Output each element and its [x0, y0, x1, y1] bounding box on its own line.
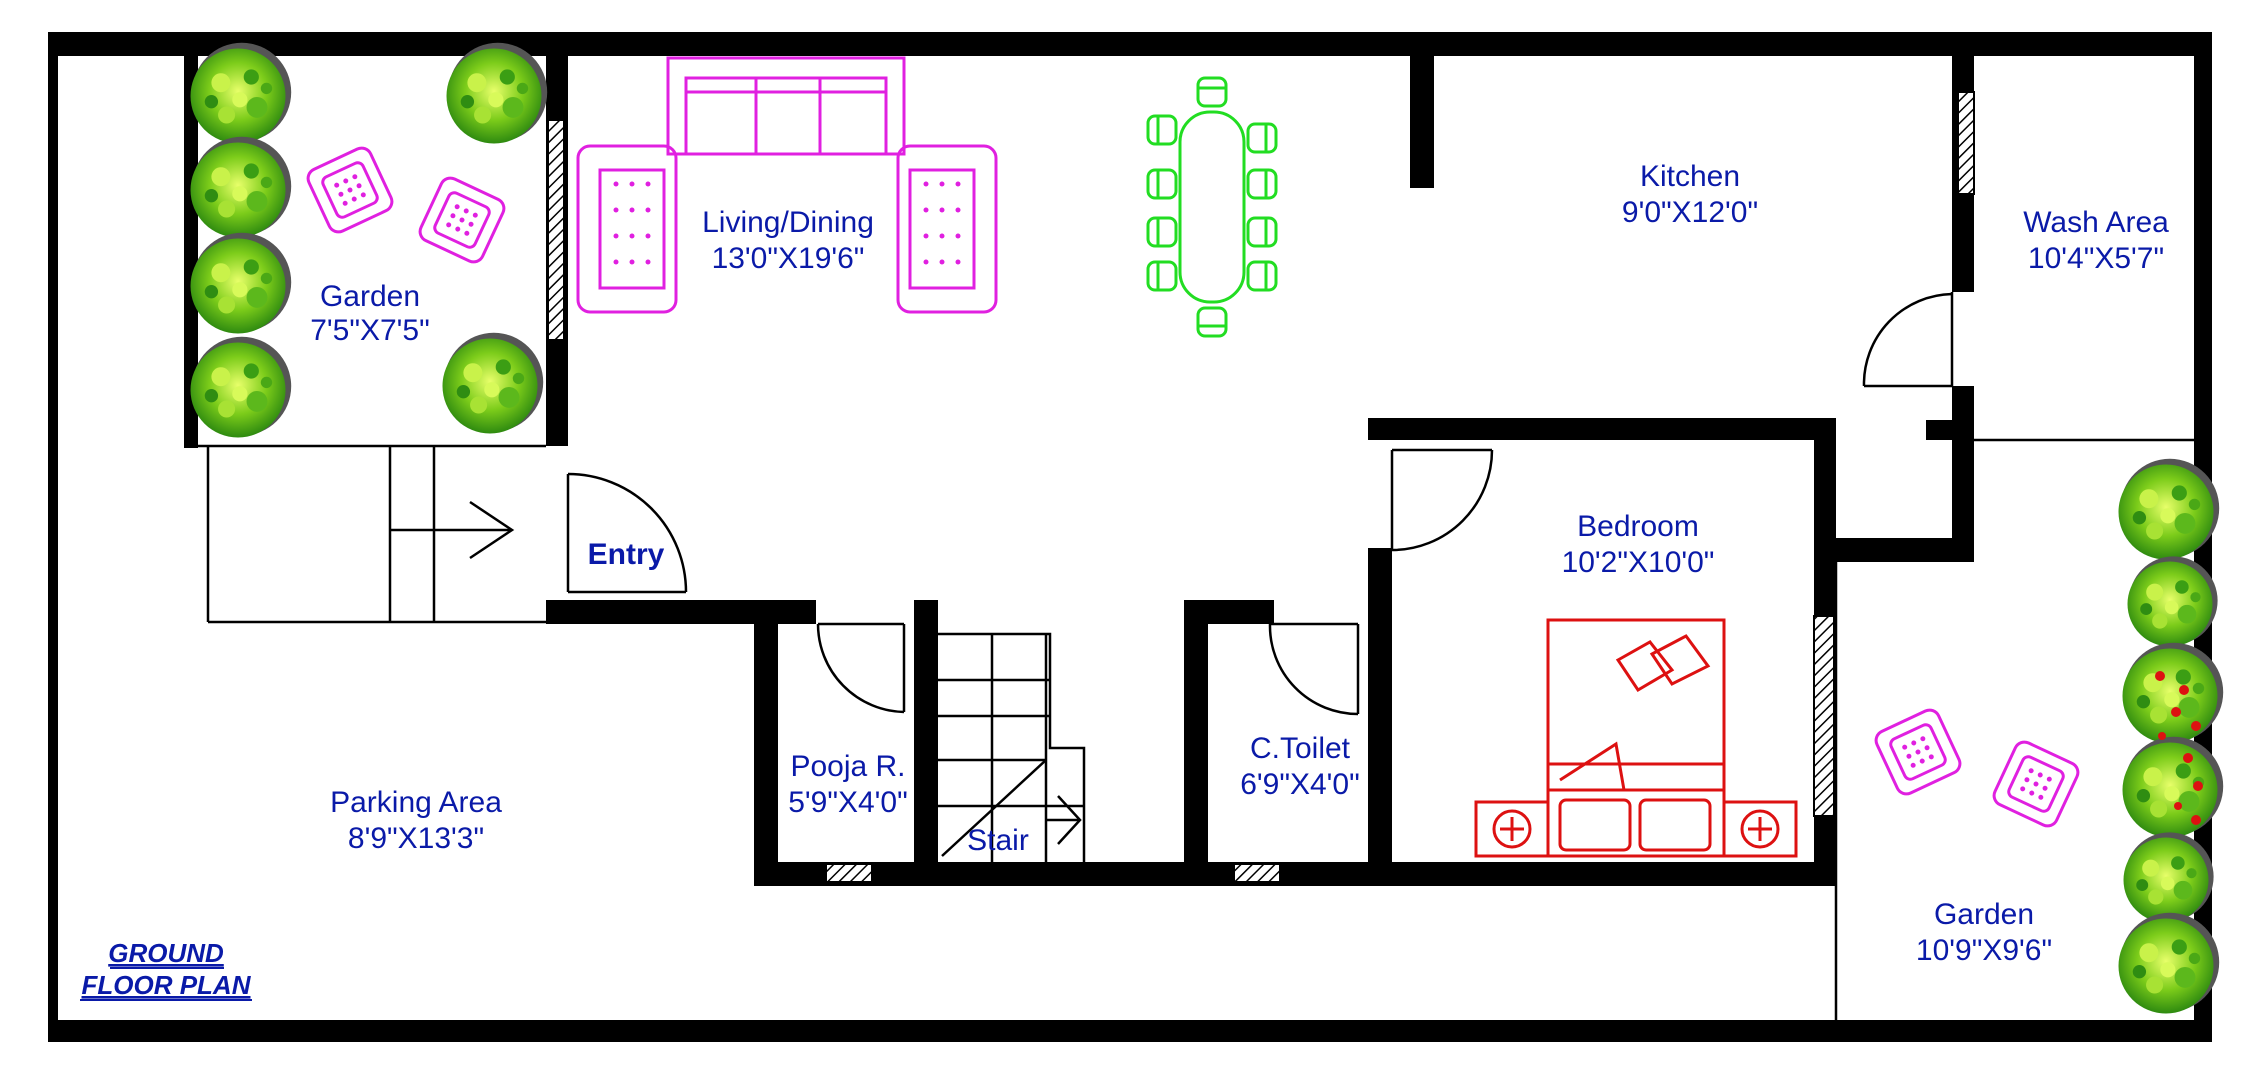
parking-name: Parking Area	[330, 786, 502, 819]
garden-top-name: Garden	[320, 280, 420, 313]
plant-icon	[190, 42, 2224, 1014]
plan-title-line1: GROUND	[108, 938, 224, 968]
wash-name: Wash Area	[2023, 206, 2169, 239]
garden-right-name: Garden	[1934, 898, 2034, 931]
window-icon	[547, 91, 1975, 883]
toilet-name: C.Toilet	[1250, 732, 1351, 765]
wash-size: 10'4"X5'7"	[2028, 242, 2164, 275]
site-lines	[198, 438, 2194, 1020]
plan-title-line2: FLOOR PLAN	[82, 970, 252, 1000]
entry-label: Entry	[588, 538, 665, 571]
room-labels: Garden 7'5"X7'5" Living/Dining 13'0"X19'…	[82, 160, 2170, 1000]
stair-label: Stair	[967, 824, 1029, 857]
bedroom-size: 10'2"X10'0"	[1562, 546, 1715, 579]
kitchen-name: Kitchen	[1640, 160, 1740, 193]
bedroom-name: Bedroom	[1577, 510, 1699, 543]
dining-table-icon	[1146, 76, 1278, 338]
toilet-size: 6'9"X4'0"	[1240, 768, 1360, 801]
garden-top-size: 7'5"X7'5"	[310, 314, 430, 347]
outer-walls	[48, 32, 2212, 1042]
parking-size: 8'9"X13'3"	[348, 822, 484, 855]
living-name: Living/Dining	[702, 206, 874, 239]
door-swing-icon	[566, 292, 1954, 716]
pooja-size: 5'9"X4'0"	[788, 786, 908, 819]
garden-right-size: 10'9"X9'6"	[1916, 934, 2052, 967]
sofa-icon	[576, 56, 998, 314]
kitchen-size: 9'0"X12'0"	[1622, 196, 1758, 229]
bed-icon	[1474, 618, 1798, 858]
living-size: 13'0"X19'6"	[712, 242, 865, 275]
stair-icon	[938, 632, 1086, 862]
pooja-name: Pooja R.	[790, 750, 905, 783]
